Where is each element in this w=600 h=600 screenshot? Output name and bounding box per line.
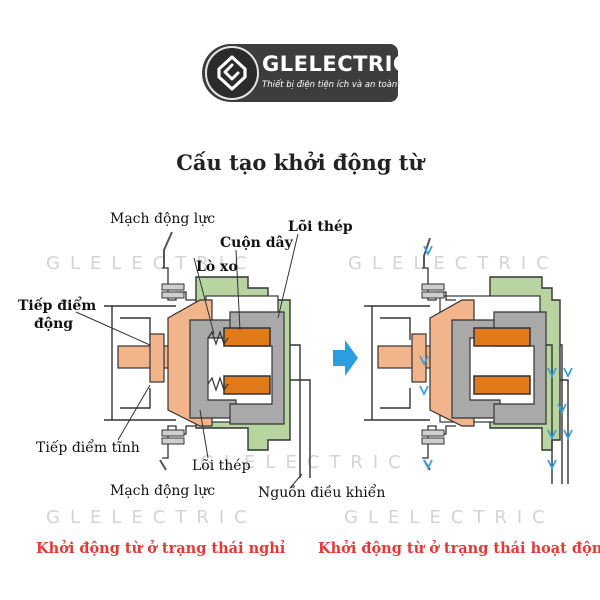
watermark: GLELECTRIC <box>46 507 257 528</box>
label-mach-dong-luc-top: Mạch động lực <box>110 211 216 227</box>
watermark: GLELECTRIC <box>344 507 555 528</box>
brand-name: GLELECTRIC <box>262 52 409 76</box>
label-loi-thep-top: Lõi thép <box>288 219 353 235</box>
label-loi-thep-bottom: Lõi thép <box>192 458 251 474</box>
brand-tagline: Thiết bị điện tiện ích và an toàn <box>262 80 398 90</box>
watermark: GLELECTRIC <box>348 253 559 274</box>
label-cuon-day: Cuộn dây <box>220 235 293 251</box>
contactor-active-diagram <box>364 237 573 484</box>
label-lo-xo: Lò xo <box>196 259 238 275</box>
caption-active-state: Khởi động từ ở trạng thái hoạt động <box>318 540 600 557</box>
gl-logo-icon <box>205 46 259 100</box>
label-tiep-diem-tinh: Tiếp điểm tĩnh <box>36 440 140 456</box>
arrow-right-icon <box>333 340 358 376</box>
caption-rest-state: Khởi động từ ở trạng thái nghỉ <box>36 540 286 557</box>
label-tiep-diem-dong-line1: Tiếp điểm <box>18 298 97 314</box>
contactor-rest-diagram <box>75 231 311 489</box>
page-title: Cấu tạo khởi động từ <box>176 150 424 175</box>
label-mach-dong-luc-bottom: Mạch động lực <box>110 483 216 499</box>
label-tiep-diem-dong-line2: động <box>34 316 74 332</box>
label-nguon-dieu-khien: Nguồn điều khiển <box>258 485 386 501</box>
